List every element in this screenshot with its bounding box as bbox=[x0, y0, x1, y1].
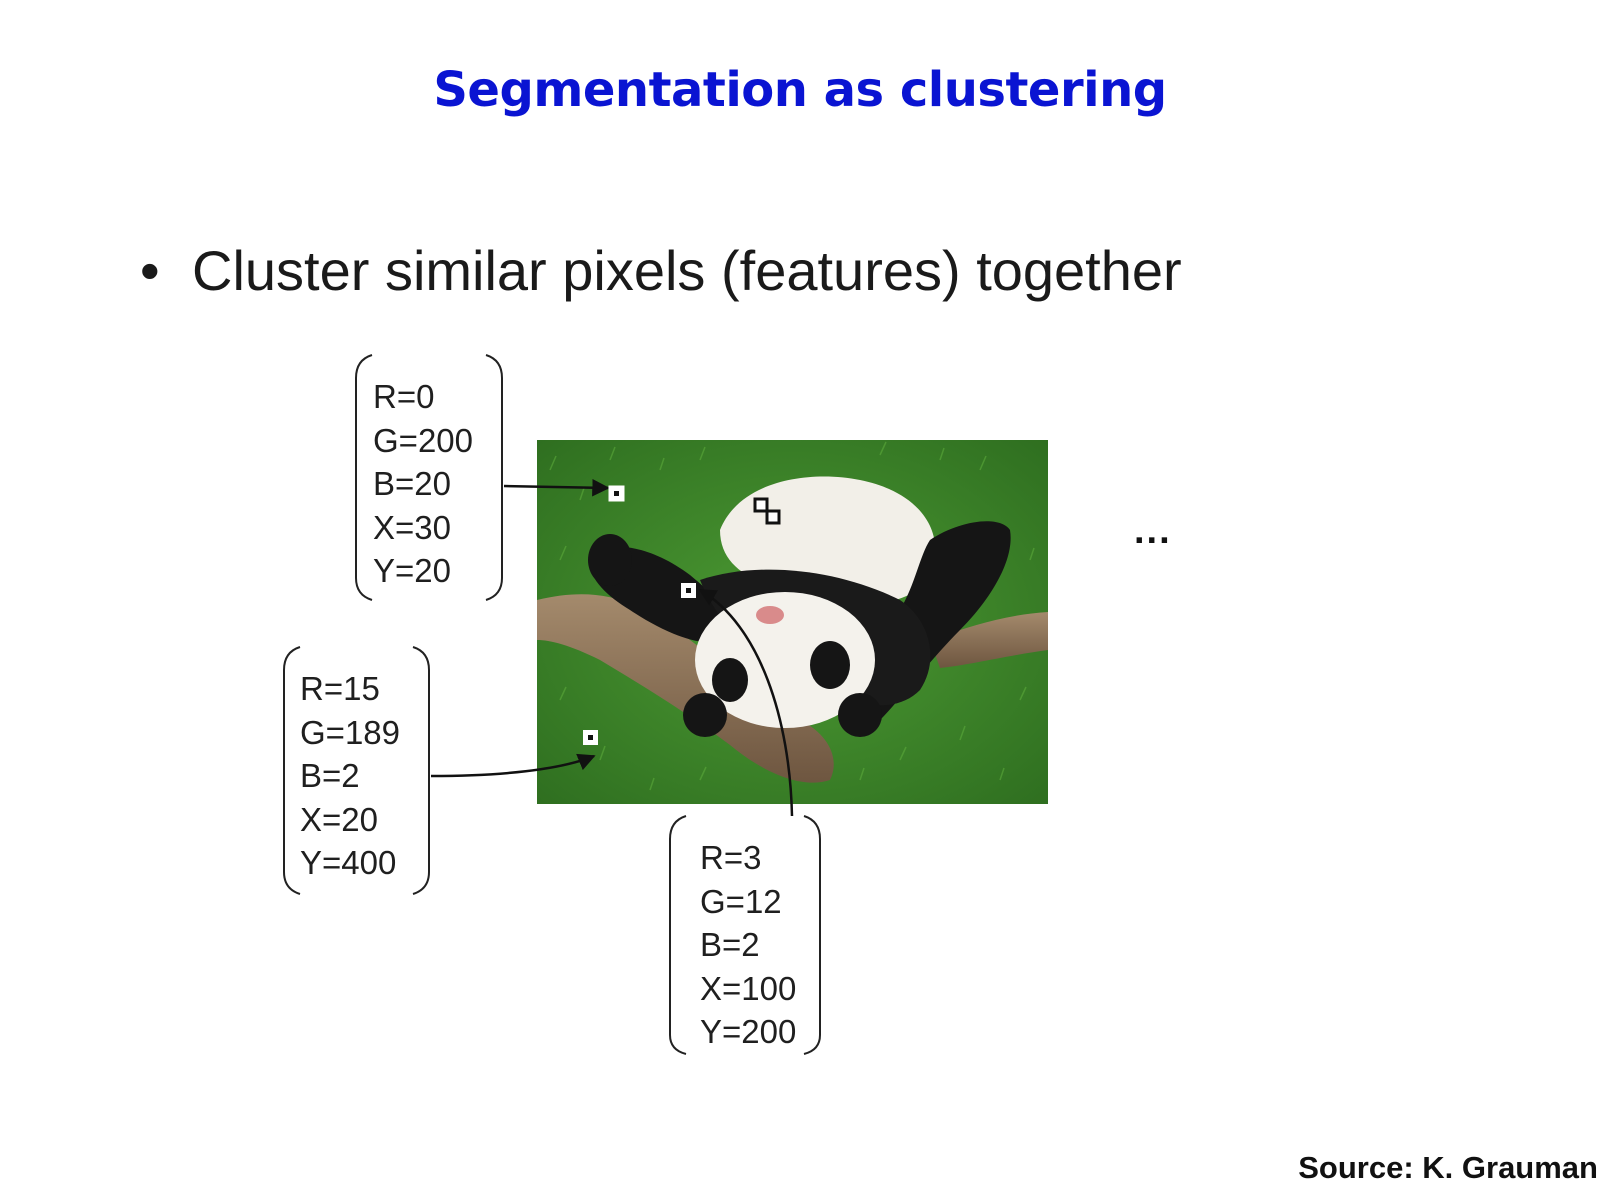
bullet-text: Cluster similar pixels (features) togeth… bbox=[192, 239, 1182, 302]
vector-3-r: R=3 bbox=[700, 839, 762, 876]
panda-ear-right bbox=[838, 693, 882, 737]
slide-title: Segmentation as clustering bbox=[433, 62, 1167, 118]
panda-photo bbox=[537, 440, 1048, 804]
vector-2-x: X=20 bbox=[300, 800, 378, 838]
vector-2-b: B=2 bbox=[300, 757, 360, 794]
bracket-left-2 bbox=[283, 646, 301, 895]
vector-brackets bbox=[283, 354, 821, 1055]
panda-eye-patch-left bbox=[712, 658, 748, 702]
pixel-marker-2-center bbox=[588, 735, 593, 740]
branch-left bbox=[537, 594, 834, 783]
feature-vector-2: R=15 G=189 B=2 X=20 Y=400 bbox=[300, 667, 400, 885]
vector-1-g: G=200 bbox=[373, 421, 473, 459]
pixel-marker-1-center bbox=[614, 491, 619, 496]
feature-vector-3: R=3 G=12 B=2 X=100 Y=200 bbox=[700, 836, 796, 1054]
arrow-2 bbox=[430, 753, 596, 778]
bracket-left-3 bbox=[669, 815, 687, 1055]
vector-3-y: Y=200 bbox=[700, 1013, 797, 1050]
bracket-left-1 bbox=[355, 354, 373, 601]
arrow-3 bbox=[698, 588, 794, 817]
vector-1-r: R=0 bbox=[373, 378, 435, 415]
panda-mouth bbox=[756, 606, 784, 624]
vector-1-x: X=30 bbox=[373, 508, 451, 546]
branch-right bbox=[930, 612, 1048, 668]
source-credit: Source: K. Grauman bbox=[1298, 1150, 1598, 1185]
pixel-marker-3-center bbox=[686, 588, 691, 593]
vector-3-g: G=12 bbox=[700, 882, 782, 920]
pixel-marker-4 bbox=[753, 497, 769, 513]
bracket-right-2 bbox=[412, 646, 430, 895]
vector-1-b: B=20 bbox=[373, 465, 451, 502]
pixel-markers bbox=[583, 485, 781, 745]
vector-2-g: G=189 bbox=[300, 713, 400, 751]
bracket-right-1 bbox=[485, 354, 503, 601]
vector-2-y: Y=400 bbox=[300, 844, 397, 881]
vector-3-b: B=2 bbox=[700, 926, 760, 963]
arrows bbox=[430, 478, 794, 817]
panda-eye-patch-right bbox=[810, 641, 850, 689]
pixel-marker-5 bbox=[765, 509, 781, 525]
arrow-1 bbox=[503, 478, 610, 497]
vector-2-r: R=15 bbox=[300, 670, 380, 707]
feature-vector-1: R=0 G=200 B=20 X=30 Y=20 bbox=[373, 375, 473, 593]
panda-ear-left bbox=[683, 693, 727, 737]
vector-1-y: Y=20 bbox=[373, 552, 451, 589]
bracket-right-3 bbox=[803, 815, 821, 1055]
bullet-point: • Cluster similar pixels (features) toget… bbox=[140, 238, 1182, 303]
continuation-ellipsis: ... bbox=[1134, 510, 1172, 552]
panda-paw bbox=[588, 534, 632, 586]
bullet-marker: • bbox=[140, 239, 160, 302]
vector-3-x: X=100 bbox=[700, 969, 797, 1007]
